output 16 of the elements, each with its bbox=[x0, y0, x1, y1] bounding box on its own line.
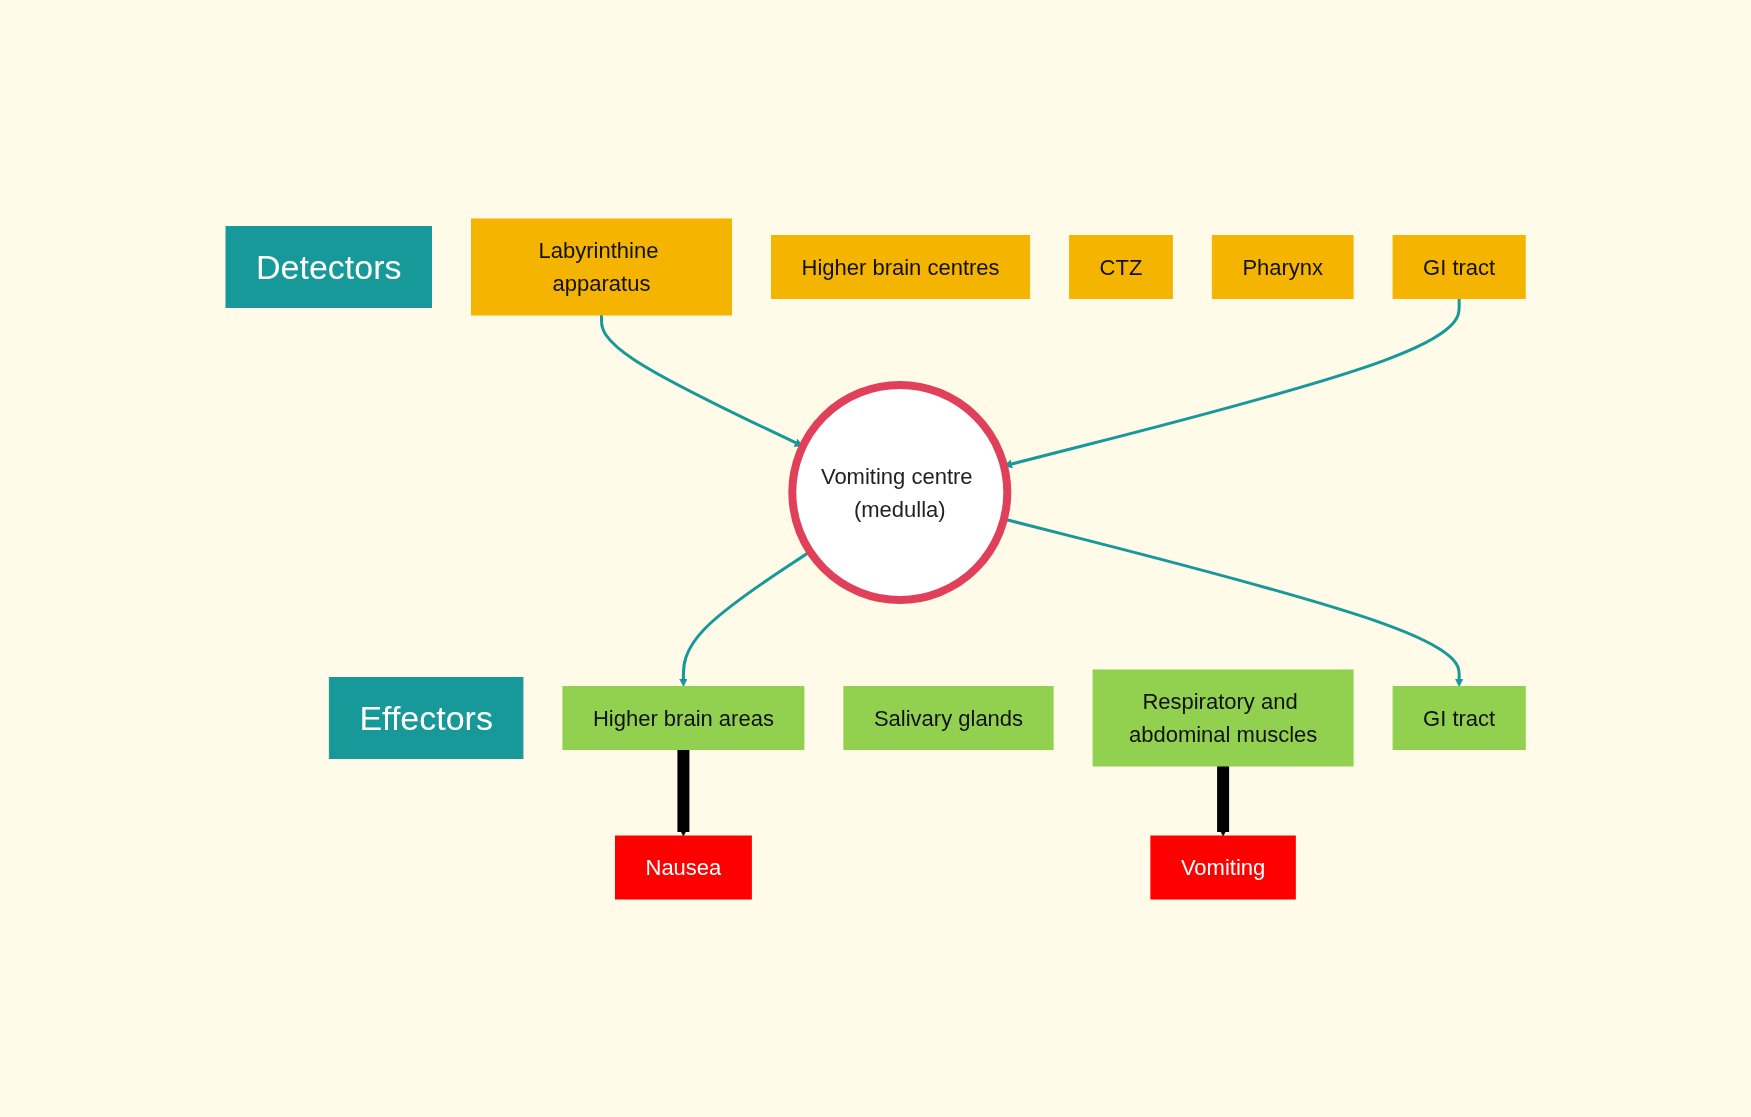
arrow bbox=[1217, 765, 1229, 836]
node-box: Detectors bbox=[225, 225, 432, 308]
node-box: Labyrinthine apparatus bbox=[470, 218, 732, 315]
node-box: Higher brain areas bbox=[562, 685, 805, 750]
node-box: GI tract bbox=[1392, 234, 1526, 299]
node-box: Effectors bbox=[328, 676, 524, 759]
node-box: Nausea bbox=[614, 835, 752, 899]
node-box: Vomiting bbox=[1150, 835, 1296, 899]
node-box: CTZ bbox=[1069, 234, 1173, 299]
arrow bbox=[677, 749, 690, 836]
node-box: Pharynx bbox=[1211, 234, 1354, 299]
node-box: GI tract bbox=[1392, 685, 1526, 750]
node-box: Salivary glands bbox=[843, 685, 1054, 750]
node-box: Higher brain centres bbox=[770, 234, 1030, 299]
node-box: Respiratory and abdominal muscles bbox=[1092, 669, 1354, 766]
node-circle: Vomiting centre (medulla) bbox=[788, 380, 1012, 604]
